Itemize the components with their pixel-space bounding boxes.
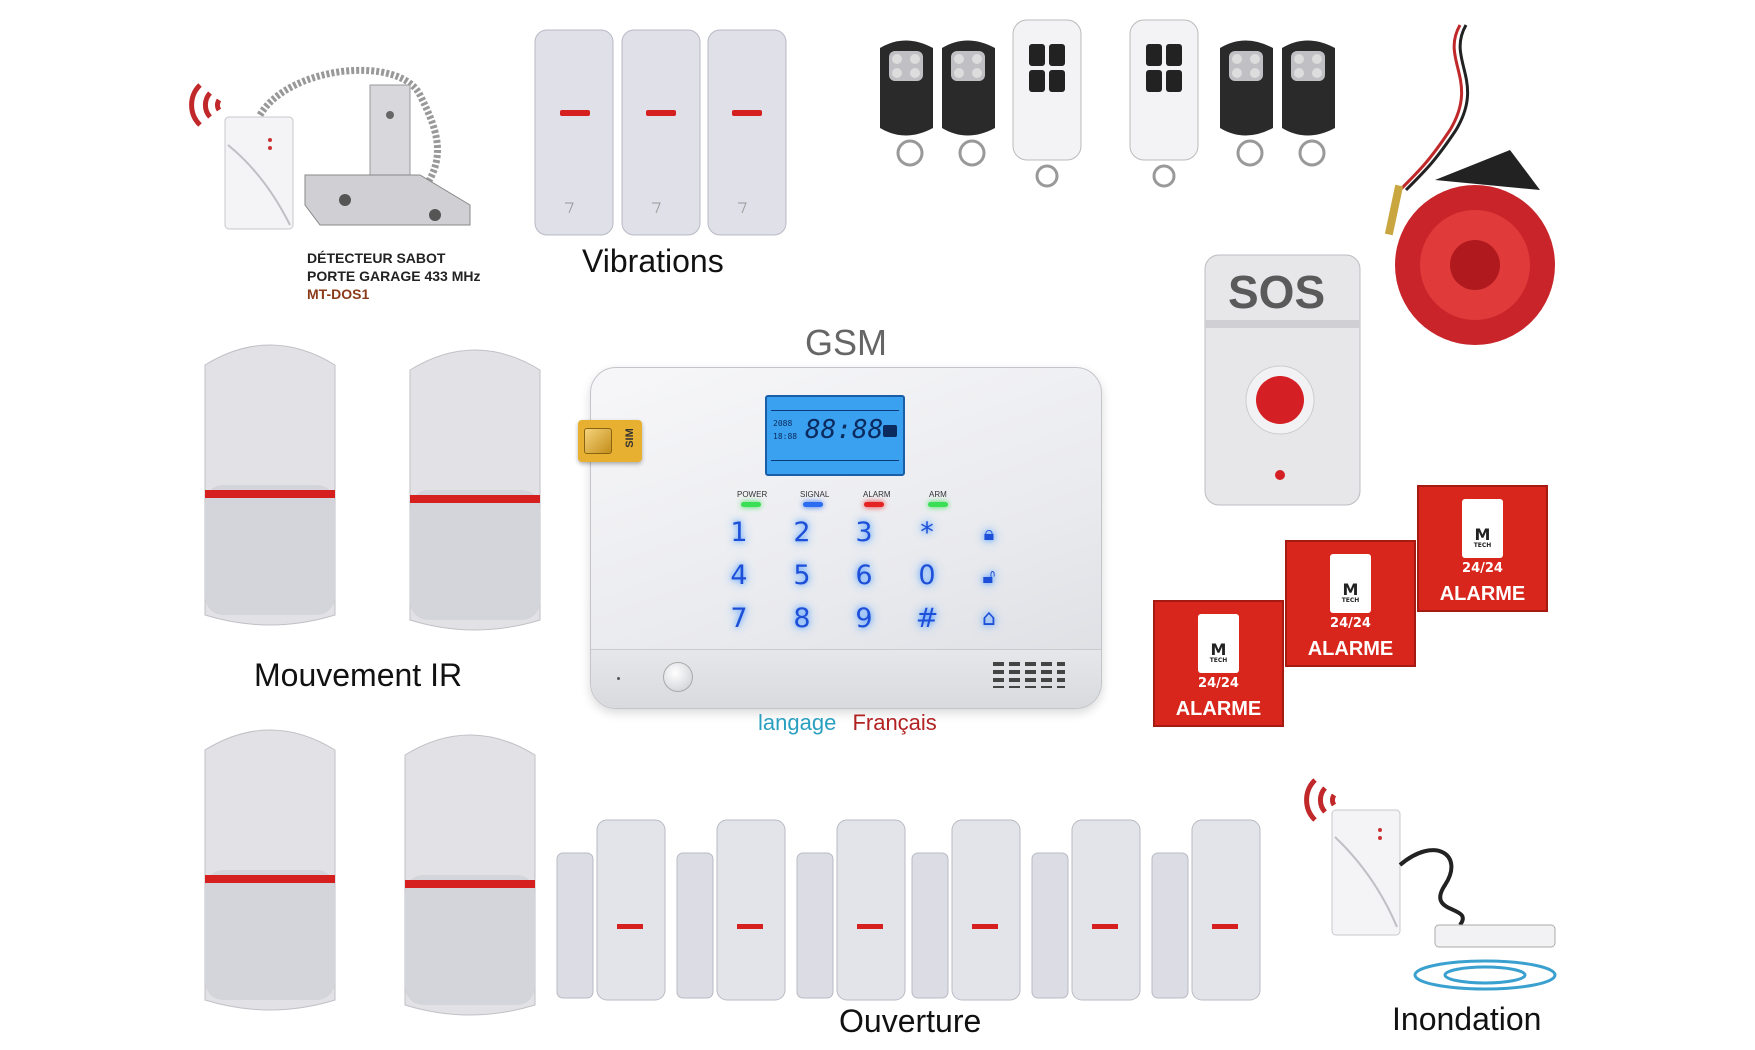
key-5[interactable]: 5 (793, 560, 811, 591)
sticker-logo-sub: TECH (1473, 542, 1492, 549)
door-sensor-3 (796, 819, 906, 1001)
garage-detector-label: DÉTECTEUR SABOT PORTE GARAGE 433 MHz MT-… (307, 249, 480, 303)
white-remote-2 (1129, 19, 1199, 188)
gsm-control-panel: 2088 18:88 88:88 POWER SIGNAL ALARM ARM … (590, 367, 1102, 709)
led-signal (803, 502, 823, 507)
alarm-sticker-1: M TECH 24/24 ALARME (1153, 600, 1284, 727)
door-sensor-6 (1151, 819, 1261, 1001)
inondation-caption: Inondation (1392, 1001, 1542, 1037)
lcd-small-1: 2088 (773, 419, 793, 428)
led-alarm (864, 502, 884, 507)
black-remote-4 (1282, 40, 1335, 167)
key-7[interactable]: 7 (730, 603, 748, 634)
sticker-alarm-label: ALARME (1307, 638, 1394, 660)
sticker-alarm-label: ALARME (1439, 583, 1526, 605)
key-1[interactable]: 1 (730, 517, 748, 548)
lock-icon[interactable]: 🔒︎ (983, 521, 995, 545)
sticker-hours: 24/24 (1330, 616, 1371, 631)
ouverture-caption: Ouverture (839, 1003, 982, 1039)
sim-card: SIM (578, 420, 642, 462)
mic-dot (617, 677, 620, 680)
sticker-logo-letter: M (1474, 525, 1491, 544)
sticker-hours: 24/24 (1462, 561, 1503, 576)
home-icon[interactable]: ⌂ (982, 606, 996, 631)
mouvement-caption: Mouvement IR (254, 657, 463, 693)
key-2[interactable]: 2 (793, 517, 811, 548)
garage-door-detector-image (189, 66, 471, 230)
vibrations-caption: Vibrations (582, 243, 724, 279)
key-4[interactable]: 4 (730, 560, 748, 591)
sos-button-device (1204, 254, 1361, 506)
alarm-sticker-3: M TECH 24/24 ALARME (1417, 485, 1548, 612)
motion-detector-2 (409, 349, 541, 631)
key-6[interactable]: 6 (855, 560, 873, 591)
sticker-logo-sub: TECH (1341, 597, 1360, 604)
door-window-sensors-image (556, 819, 1261, 1001)
motion-detector-4 (404, 734, 536, 1016)
lcd-bottom-icons-row (771, 460, 899, 471)
speaker-grille (993, 662, 1065, 688)
led-arm (928, 502, 948, 507)
sticker-logo-letter: M (1210, 640, 1227, 659)
lcd-lock-icon (883, 425, 897, 437)
langue-value: Français (852, 710, 937, 735)
flood-detector-image (1304, 778, 1557, 991)
house-logo-icon (1330, 554, 1371, 614)
lcd-small-2: 18:88 (773, 432, 798, 441)
remote-controls-image (880, 19, 1335, 188)
alarm-sticker-2: M TECH 24/24 ALARME (1285, 540, 1416, 667)
sticker-logo-sub: TECH (1209, 657, 1228, 664)
sim-chip (584, 428, 612, 454)
lcd-icons-row (771, 400, 899, 411)
siren-image (1384, 24, 1555, 345)
language-line: langage Français (758, 710, 937, 736)
key-star[interactable]: * (920, 517, 934, 548)
key-hash[interactable]: # (915, 603, 939, 634)
gsm-caption: GSM (805, 322, 888, 363)
vibration-sensors-image (534, 29, 787, 236)
house-logo-icon (1462, 499, 1503, 559)
led-label-alarm: ALARM (863, 490, 891, 499)
lcd-time: 88:88 (805, 415, 884, 445)
key-8[interactable]: 8 (793, 603, 811, 634)
garage-model: MT-DOS1 (307, 286, 370, 302)
power-button[interactable] (663, 662, 693, 692)
house-logo-icon (1198, 614, 1239, 674)
sticker-alarm-label: ALARME (1175, 698, 1262, 720)
motion-detector-1 (204, 344, 336, 626)
sos-label: SOS (1228, 266, 1326, 318)
sim-label: SIM (624, 428, 637, 448)
lcd-screen: 2088 18:88 88:88 (765, 395, 905, 476)
black-remote-1 (880, 40, 933, 167)
black-remote-2 (942, 40, 995, 167)
sticker-logo-letter: M (1342, 580, 1359, 599)
garage-label-line2: PORTE GARAGE 433 MHz (307, 268, 481, 284)
key-9[interactable]: 9 (855, 603, 873, 634)
unlock-icon[interactable]: 🔓︎ (982, 564, 996, 588)
garage-label-line1: DÉTECTEUR SABOT (307, 250, 446, 266)
led-label-power: POWER (737, 490, 768, 499)
led-power (741, 502, 761, 507)
white-remote-1 (1012, 19, 1082, 188)
door-sensor-5 (1031, 819, 1141, 1001)
sticker-hours: 24/24 (1198, 676, 1239, 691)
key-0[interactable]: 0 (918, 560, 936, 591)
langage-label: langage (758, 710, 837, 735)
motion-detector-3 (204, 729, 336, 1011)
led-label-arm: ARM (929, 490, 947, 499)
led-label-signal: SIGNAL (800, 490, 830, 499)
door-sensor-4 (911, 819, 1021, 1001)
door-sensor-1 (556, 819, 666, 1001)
key-3[interactable]: 3 (855, 517, 873, 548)
door-sensor-2 (676, 819, 786, 1001)
black-remote-3 (1220, 40, 1273, 167)
